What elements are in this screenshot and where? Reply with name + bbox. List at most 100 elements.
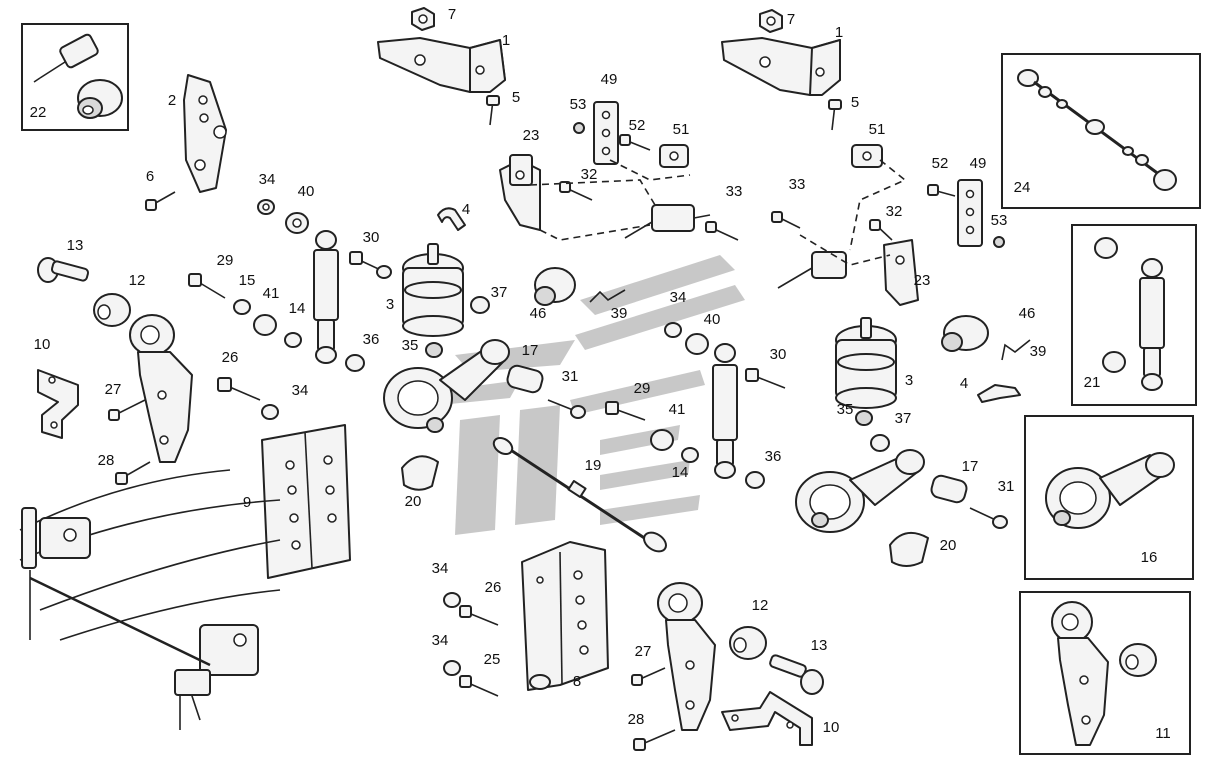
part-label-24: 24 [1014,179,1031,196]
bushing-34-left [257,199,275,215]
clamp-16-part [1045,452,1175,529]
bushing-40-middle [685,333,709,355]
part-label-22a: 22 [30,104,47,121]
part-label-9: 9 [243,494,251,511]
washer-34-e [443,660,461,676]
washer-34-d [443,592,461,608]
tie-rod-24-part [1017,69,1177,191]
part-label-34b: 34 [292,382,309,399]
part-label-34c: 34 [670,289,687,306]
part-label-15: 15 [239,272,256,289]
spring-39-right-part [1001,339,1031,361]
rod-19-part [492,436,667,553]
bolt-31-right [969,507,1008,529]
part-label-26a: 26 [222,349,239,366]
part-label-37b: 37 [895,410,912,427]
boot-46-right-part [941,315,989,352]
spring-39-left-part [589,289,626,303]
inset-box-22 [21,23,129,131]
part-label-51b: 51 [869,121,886,138]
part-label-49b: 49 [970,155,987,172]
valve-51-left-part [659,144,689,168]
arm-11-part [1051,601,1109,746]
bushing-12-left-part [93,293,131,327]
part-label-14a: 14 [289,300,306,317]
nut-36-left [345,354,365,372]
part-label-20a: 20 [405,493,422,510]
air-spring-3-left-part [402,243,464,337]
cap-20-left-part [401,455,439,491]
part-label-40a: 40 [298,183,315,200]
bushing-17-right-part [930,474,968,504]
part-label-12b: 12 [752,597,769,614]
part-label-29a: 29 [217,252,234,269]
part-label-23b: 23 [914,272,931,289]
part-label-8: 8 [573,673,581,690]
part-label-34d: 34 [432,560,449,577]
part-label-4b: 4 [960,375,968,392]
nut-35-left [425,342,443,358]
part-label-17a: 17 [522,342,539,359]
bracket-1-right-part [721,37,841,96]
linkage-dashed-right-2 [799,234,891,266]
hook-4-right-part [977,384,1021,403]
bolt-30-middle [745,368,786,389]
part-label-33b: 33 [789,176,806,193]
bolt-26-left [217,377,261,401]
bolt-52-right-part [927,184,956,197]
bracket-1-left-part [377,37,506,93]
part-label-32a: 32 [581,166,598,183]
bracket-2-part [183,74,227,193]
linkage-dashed-left [529,179,656,206]
part-label-51a: 51 [673,121,690,138]
nut-35-right [855,410,873,426]
bolt-28-bottom [633,729,676,751]
part-label-27a: 27 [105,381,122,398]
part-label-19: 19 [585,457,602,474]
part-label-52b: 52 [932,155,949,172]
bracket-23-right-part [883,239,919,306]
inset-box-11 [1019,591,1191,755]
part-label-41a: 41 [263,285,280,302]
bushing-12-bottom-part [729,626,767,660]
part-label-5b: 5 [851,94,859,111]
part-label-29b: 29 [634,380,651,397]
shock-absorber-left-part [313,230,339,364]
shock-absorber-21-part [1094,237,1165,391]
cap-20-right-part [889,531,929,567]
part-label-39a: 39 [611,305,628,322]
part-label-36b: 36 [765,448,782,465]
part-label-13b: 13 [811,637,828,654]
part-label-3b: 3 [905,372,913,389]
bolt-52-left-part [619,134,651,151]
part-label-31a: 31 [562,368,579,385]
part-label-23a: 23 [523,127,540,144]
nut-53-right-part [993,236,1005,248]
part-label-25: 25 [484,651,501,668]
linkage-dashed-left-3 [609,159,691,181]
arm-left-part [129,314,193,463]
bushing-40-left [285,212,309,234]
bracket-23-left-part [499,154,541,231]
part-label-41b: 41 [669,401,686,418]
nut-37-right [870,434,890,452]
part-label-31b: 31 [998,478,1015,495]
bolt-33-left-part [705,221,739,241]
bushing-41-left [253,314,277,336]
part-label-2: 2 [168,92,176,109]
part-label-13a: 13 [67,237,84,254]
part-label-16: 16 [1141,549,1158,566]
leveling-valve-right-part [777,251,847,289]
part-label-1b: 1 [835,24,843,41]
rubber-boot-part [77,79,123,119]
part-label-6: 6 [146,168,154,185]
arm-bottom-part [657,582,716,731]
part-label-49a: 49 [601,71,618,88]
part-label-14b: 14 [672,464,689,481]
inset-box-21 [1071,224,1197,406]
bolt-27-bottom [631,667,666,686]
watermark-logo [445,255,745,535]
bolt-29-left [188,273,226,299]
